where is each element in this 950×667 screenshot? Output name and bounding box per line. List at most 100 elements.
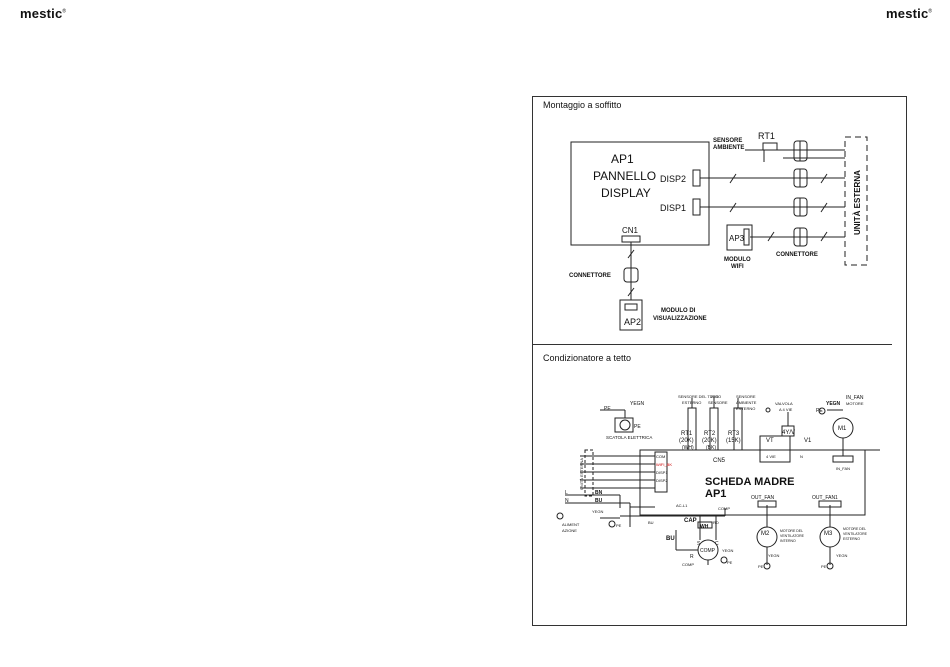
alimentazione-line2: AZIONE	[562, 528, 577, 533]
scheda-madre-label: SCHEDA MADRE	[705, 476, 794, 488]
disp2-connector	[692, 169, 701, 187]
section-divider	[532, 344, 892, 345]
ap1-label-line1: AP1	[611, 152, 634, 166]
yegn-comp-label: YEGN	[722, 548, 733, 553]
pe-comp-label: PE	[727, 560, 733, 565]
mot-est-line2: VENTILATORE	[843, 532, 868, 536]
ap3-label: AP3	[729, 234, 745, 243]
sensore-ambiente-line2: AMBIENTE	[713, 145, 744, 151]
sensore-amb-est-line3: ESTERNO	[736, 406, 755, 411]
ap1-label-line2: PANNELLO	[593, 169, 656, 183]
sensore-amb-est-line2: AMBIENTE	[736, 400, 757, 405]
vt-label: VT	[766, 438, 774, 444]
rt2-label: RT2	[704, 431, 716, 437]
connettore-right-label: CONNETTORE	[776, 252, 818, 258]
vie-label: 4 VIE	[766, 454, 776, 459]
rt3-value: (15K)	[726, 438, 741, 444]
pe-box-label: PE	[634, 424, 641, 430]
disp1-connector	[692, 198, 701, 216]
pe-power-label: PE	[616, 523, 622, 528]
rt1-bottom-label: RT1	[681, 431, 693, 437]
pe-m2-label: PE	[758, 564, 764, 569]
disp1-bottom-label: DISP1	[656, 470, 668, 475]
n-valve-label: N	[800, 454, 803, 459]
motore-label: MOTORE	[846, 401, 864, 406]
com-label: COM	[656, 454, 665, 459]
mot-est-line3: ESTERNO	[843, 537, 860, 541]
modulo-wifi-line1: MODULO	[724, 257, 751, 263]
cn1-connector	[621, 235, 641, 243]
pe-m1-label: PE	[816, 408, 823, 414]
rt1-sub: (WH)	[682, 445, 694, 451]
cn1-label: CN1	[622, 226, 639, 235]
m2-label: M2	[761, 531, 770, 537]
out-fan-label: OUT_FAN	[751, 495, 774, 501]
bu-cap-label: BU	[666, 536, 675, 542]
brand-name-left: mestic	[20, 6, 63, 21]
acl-label: AC-L1	[676, 503, 688, 508]
modulo-wifi-line2: WIFI	[731, 264, 744, 270]
section-title-ceiling: Montaggio a soffitto	[543, 100, 622, 110]
mot-int-line3: INTERNO	[780, 539, 796, 543]
bu-power-label: BU	[595, 498, 603, 504]
m1-label: M1	[838, 426, 847, 432]
brand-logo-right: mestic®	[886, 6, 933, 21]
r-terminal-label: R	[690, 554, 694, 560]
cap-label: CAP	[684, 518, 697, 524]
rt3-label: RT3	[728, 431, 740, 437]
out-fan1-label: OUT_FAN1	[812, 495, 838, 501]
c-terminal-label: C	[715, 541, 719, 547]
yegn-power-label: YEGN	[592, 509, 603, 514]
valvola-line1: VALVOLA	[775, 401, 793, 406]
mot-est-line1: MOTORE DEL	[843, 527, 866, 531]
brand-logo-left: mestic®	[20, 6, 67, 21]
disp2-label: DISP2	[660, 174, 686, 184]
wh-label: WH	[700, 524, 709, 530]
bu-comp-label: BU	[648, 520, 654, 525]
rt1-top-label: RT1	[758, 131, 775, 141]
yegn-m3-label: YEGN	[836, 553, 847, 558]
tubo-sensore-line2: SENSORE	[708, 400, 728, 405]
modulo-visual-line2: VISUALIZZAZIONE	[653, 316, 707, 322]
mot-int-line1: MOTORE DEL	[780, 529, 803, 533]
sensore-tubo-line2: ESTERNO	[682, 400, 701, 405]
connettore-left-label: CONNETTORE	[569, 273, 611, 279]
section-title-roof: Condizionatore a tetto	[543, 353, 632, 363]
sensore-amb-est-line1: SENSORE	[736, 394, 756, 399]
rt2-sub: (BK)	[706, 445, 716, 451]
pe-m3-label: PE	[821, 564, 827, 569]
valvola-4yv-label: 4Y/V	[782, 430, 795, 436]
disp2-bottom-label: DISP2	[656, 478, 668, 483]
ap2-label: AP2	[624, 317, 641, 327]
comp-terminal-label: COMP	[718, 506, 730, 511]
yegn-m1-label: YEGN	[826, 401, 841, 407]
rt2-value: (20K)	[702, 438, 717, 444]
alimentazione-line1: ALIMENT	[562, 522, 580, 527]
valvola-line2: A 4 VIE	[779, 407, 793, 412]
comp-caption: COMP	[682, 562, 694, 567]
l-label: L	[565, 490, 568, 496]
mot-int-line2: VENTILATORE	[780, 534, 805, 538]
wiring-diagram-frame	[532, 96, 907, 626]
disp1-label: DISP1	[660, 203, 686, 213]
ap1-label-line3: DISPLAY	[601, 186, 651, 200]
brand-name-right: mestic	[886, 6, 929, 21]
ap1-panel-box	[570, 141, 710, 246]
yegn-m2-label: YEGN	[768, 553, 779, 558]
tubo-sensore-line1: TUBO	[710, 394, 721, 399]
in-fan-label: IN_FAN	[836, 466, 850, 471]
yegn-top-label: YEGN	[630, 401, 645, 407]
scatola-label: SCATOLA ELETTRICA	[606, 435, 652, 440]
scheda-ap1-label: AP1	[705, 488, 726, 500]
s-terminal-label: S	[697, 541, 701, 547]
rd-label: RD	[713, 520, 719, 525]
unita-esterna-bottom-label: UNITÀ ESTERNA	[579, 458, 584, 490]
cn5-label: CN5	[713, 458, 726, 464]
bn-label: BN	[595, 490, 603, 496]
in-fan-top-label: IN_FAN	[846, 395, 864, 401]
n-power-label: N	[565, 498, 569, 504]
sensore-ambiente-line1: SENSORE	[713, 138, 742, 144]
modulo-visual-line1: MODULO DI	[661, 308, 696, 314]
wifi-bk-label: WIFI_BK	[656, 462, 672, 467]
